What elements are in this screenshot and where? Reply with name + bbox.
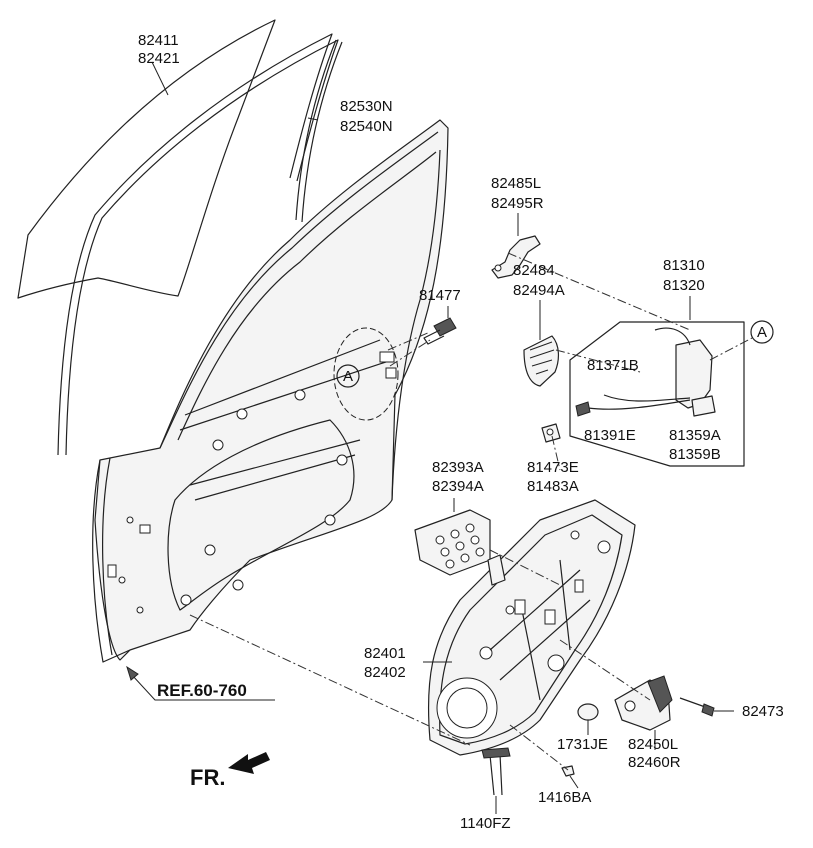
clip-1416BA	[561, 765, 579, 789]
detail-marker-right: A	[750, 320, 774, 344]
label-motor-1: 82450L	[628, 736, 678, 753]
label-bumper-1: 81473E	[527, 459, 579, 476]
label-bracket-2: 82495R	[491, 195, 544, 212]
label-run-channel-2: 82540N	[340, 118, 393, 135]
door-inner-panel	[92, 119, 449, 663]
alignment-lines	[189, 252, 753, 771]
label-clip: 1416BA	[538, 789, 591, 806]
label-run-channel-1: 82530N	[340, 98, 393, 115]
detail-marker-right-label: A	[757, 324, 767, 341]
label-bracket-1: 82485L	[491, 175, 541, 192]
door-module-panel	[423, 499, 636, 756]
reference-callout	[126, 665, 275, 701]
regulator-motor	[614, 675, 673, 750]
label-screw-82473: 82473	[742, 703, 784, 720]
bumper-81473E	[541, 423, 561, 443]
label-front: FR.	[190, 765, 225, 790]
detail-marker-left: A	[336, 364, 360, 388]
sound-pad	[414, 498, 491, 576]
label-latch-1: 81310	[663, 257, 705, 274]
plug-1731JE	[577, 703, 599, 735]
detail-marker-left-label: A	[343, 368, 353, 385]
label-plug: 1731JE	[557, 736, 608, 753]
label-pad-2: 82394A	[432, 478, 484, 495]
label-latch-cover-1: 82484	[513, 262, 555, 279]
label-module-2: 82402	[364, 664, 406, 681]
label-cable-a: 81371B	[587, 357, 639, 374]
screw-82473	[679, 697, 734, 717]
label-pad-1: 82393A	[432, 459, 484, 476]
front-direction-arrow	[228, 752, 270, 774]
latch-assembly-box	[569, 296, 745, 467]
label-switch-2: 81359B	[669, 446, 721, 463]
label-module-1: 82401	[364, 645, 406, 662]
label-glass-2: 82421	[138, 50, 180, 67]
label-bolt-bottom: 1140FZ	[460, 815, 511, 832]
label-switch-1: 81359A	[669, 427, 721, 444]
label-bolt-81477: 81477	[419, 287, 461, 304]
label-glass-1: 82411	[138, 32, 179, 49]
door-glass	[17, 19, 276, 299]
bolt-1140FZ	[481, 747, 511, 814]
bolt-81477	[423, 306, 457, 345]
label-latch-cover-2: 82494A	[513, 282, 565, 299]
part-labels: 82411 82421 82530N 82540N 82485L 82495R …	[138, 32, 784, 832]
label-cable-b: 81391E	[584, 427, 636, 444]
label-latch-2: 81320	[663, 277, 705, 294]
upper-bracket	[491, 213, 541, 279]
latch-cover	[523, 300, 559, 387]
label-bumper-2: 81483A	[527, 478, 579, 495]
label-motor-2: 82460R	[628, 754, 681, 771]
label-reference: REF.60-760	[157, 681, 247, 700]
glass-run-channel	[57, 33, 343, 456]
